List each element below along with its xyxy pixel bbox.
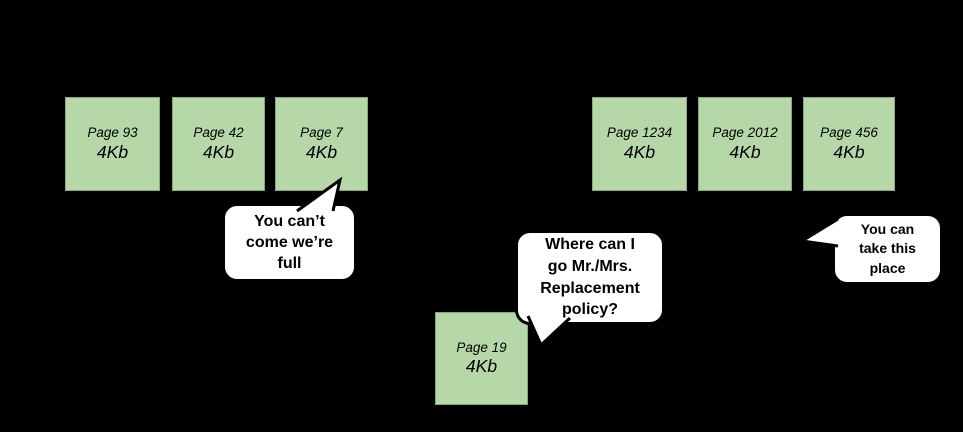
page-frame-size: 4Kb [202, 141, 235, 162]
page-frame-2012: Page 2012 4Kb [698, 97, 792, 191]
page-frame-label: Page 7 [300, 125, 343, 141]
page-frame-size: 4Kb [623, 141, 656, 162]
speech-bubble-cant-come: You can’t come we’re full [222, 203, 357, 282]
speech-bubble-text: Where can I go Mr./Mrs. Replacement poli… [540, 236, 640, 319]
page-frame-label: Page 93 [87, 125, 138, 141]
page-frame-size: 4Kb [465, 356, 498, 377]
page-frame-7: Page 7 4Kb [275, 97, 368, 191]
page-frame-size: 4Kb [96, 141, 129, 162]
page-frame-42: Page 42 4Kb [172, 97, 265, 191]
page-frame-1234: Page 1234 4Kb [592, 97, 687, 191]
page-frame-label: Page 2012 [712, 125, 778, 141]
page-frame-456: Page 456 4Kb [803, 97, 895, 191]
speech-bubble-text: You can’t come we’re full [245, 212, 334, 273]
page-frame-label: Page 42 [193, 125, 244, 141]
page-frame-93: Page 93 4Kb [65, 97, 160, 191]
page-frame-size: 4Kb [833, 141, 865, 162]
page-frame-label: Page 456 [820, 125, 878, 141]
speech-bubble-text: You can take this place [859, 221, 916, 276]
speech-bubble-take-this-place: You can take this place [832, 213, 943, 285]
speech-bubble-where-can-i-go: Where can I go Mr./Mrs. Replacement poli… [515, 230, 665, 325]
page-frame-label: Page 19 [456, 339, 507, 355]
page-frame-19-incoming: Page 19 4Kb [435, 312, 528, 405]
page-frame-label: Page 1234 [606, 125, 673, 141]
page-frame-size: 4Kb [305, 141, 338, 162]
page-frame-size: 4Kb [729, 141, 761, 162]
